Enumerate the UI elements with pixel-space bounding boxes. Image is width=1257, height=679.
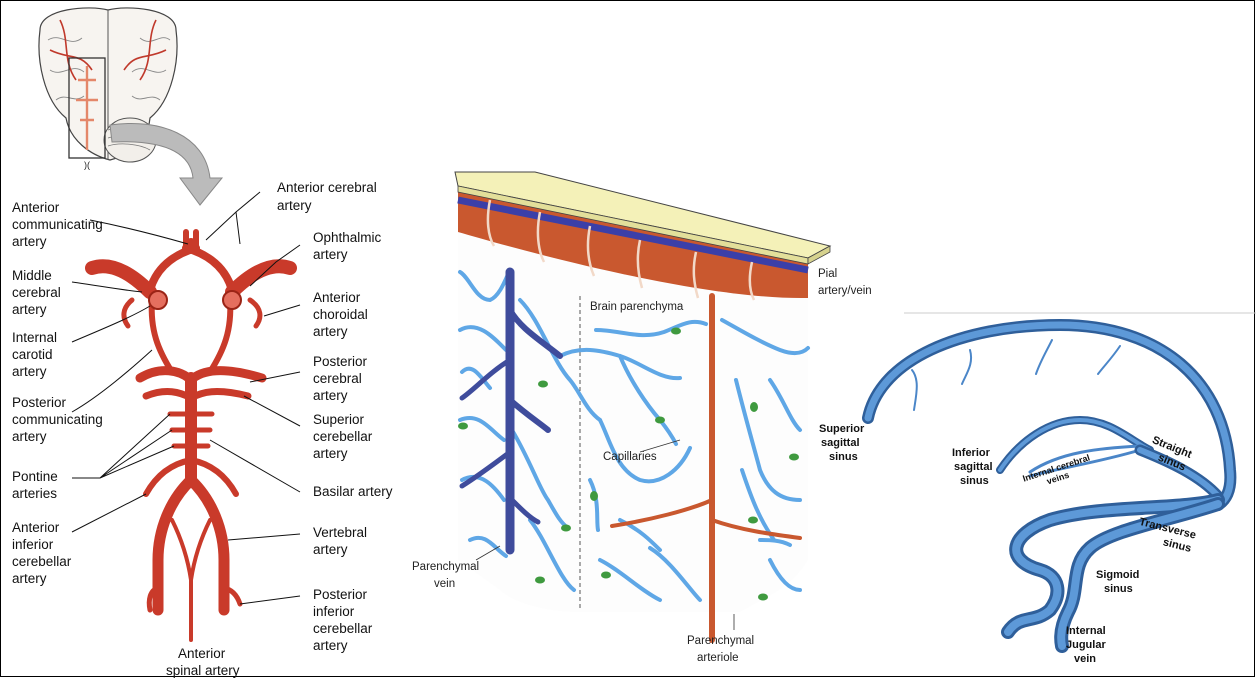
label-capillaries: Capillaries [603,451,657,463]
panel-circle-of-willis: )( [12,8,393,678]
svg-text:)(: )( [84,160,90,170]
label-brain-parenchyma: Brain parenchyma [590,301,684,313]
label-basilar-artery: Basilar artery [313,484,393,499]
arterial-circle [92,232,290,640]
zoom-arrow [110,123,222,205]
brain-inset: )( [39,8,177,170]
label-transverse-sinus: Transversesinus [1135,516,1198,555]
